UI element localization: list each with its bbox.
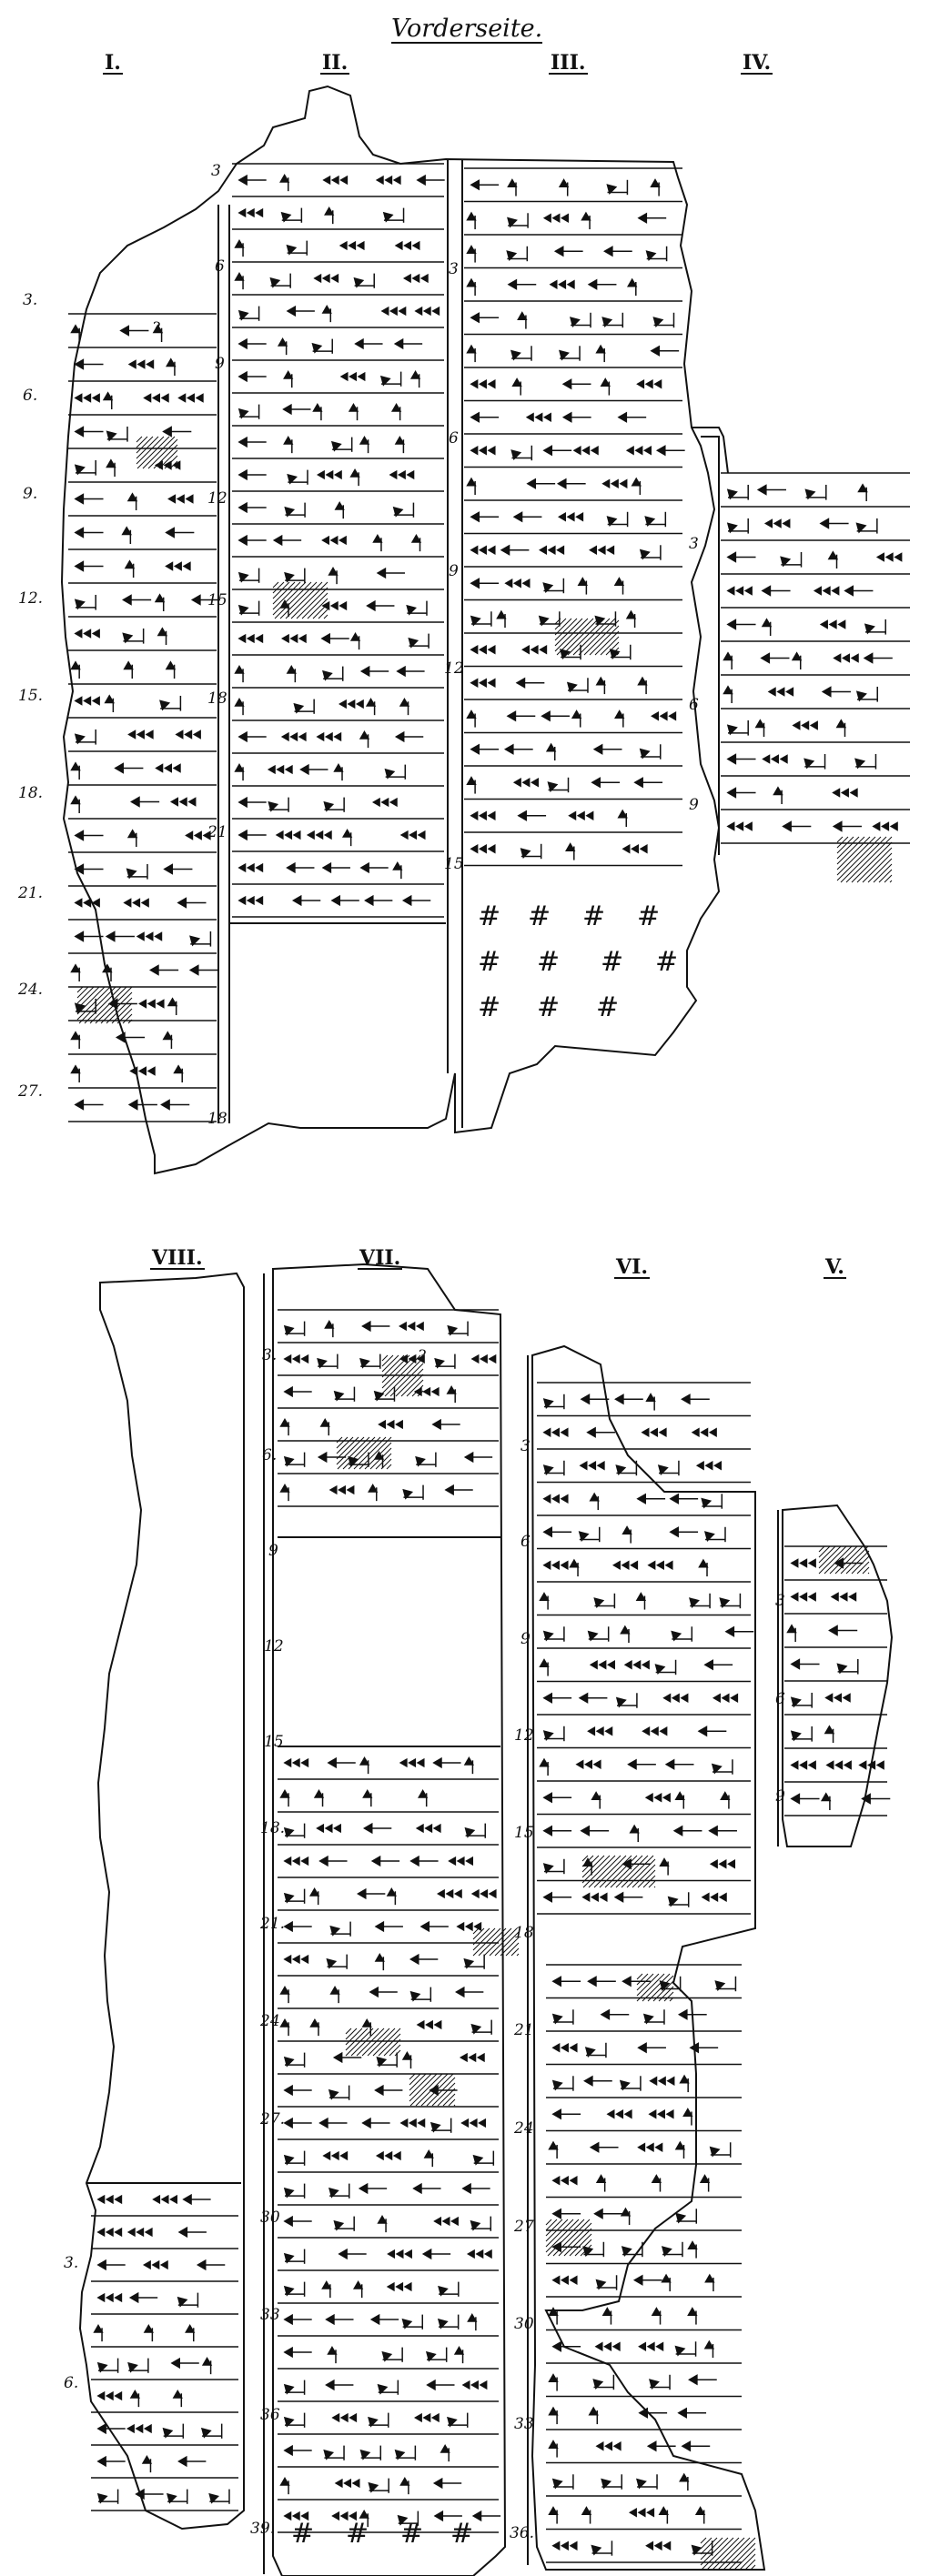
illegible-marks: # [601,946,624,978]
column-label-vi: VI. [614,1255,651,1279]
line-number: 12 [207,489,227,508]
line-number: 15. [18,687,44,705]
line-number: 9 [215,355,225,373]
illegible-marks: # [537,946,561,978]
line-number: 3 [449,260,459,278]
illegible-marks: # [346,2518,369,2550]
line-number: 33 [260,2306,280,2324]
cuneiform-signs [70,174,903,2556]
uncertain-mark: ? [419,1346,427,1363]
line-number: 9 [775,1787,785,1806]
line-number: 6. [262,1446,278,1464]
line-number: 18 [514,1924,534,1942]
line-number: 24. [18,981,44,999]
illegible-marks: # [478,946,501,978]
line-number: 21. [18,884,44,902]
col-vii-outline [272,1263,507,2576]
line-number: 27. [260,2110,286,2128]
illegible-marks: # [400,2518,424,2550]
illegible-marks: # [596,991,620,1023]
top-fragment-outline [60,85,721,1175]
column-label-i: I. [103,51,123,75]
line-number: 6 [775,1690,785,1708]
illegible-marks: # [450,2518,474,2550]
illegible-marks: # [655,946,679,978]
illegible-marks: # [528,901,551,932]
line-number: 33 [514,2415,534,2433]
column-label-viii: VIII. [150,1246,205,1270]
line-number: 18 [207,689,227,708]
line-number: 30 [260,2209,280,2227]
line-number: 9. [23,485,38,503]
line-number: 3. [23,291,38,309]
line-number: 21 [207,823,227,841]
column-label-ii: II. [320,51,350,75]
line-number: 15 [444,855,464,873]
column-label-iv: IV. [741,51,773,75]
line-number: 9 [520,1630,531,1648]
line-number: 12 [514,1726,534,1745]
line-number: 9 [449,562,459,580]
line-number: 6. [64,2374,79,2392]
line-number: 6 [520,1533,531,1551]
line-number: 21. [260,1915,286,1933]
line-number: 18. [18,784,44,802]
line-number: 6 [215,257,225,276]
line-number: 3 [689,535,699,553]
line-number: 6. [23,387,38,405]
line-number: 3 [520,1437,531,1455]
illegible-marks: # [478,901,538,932]
line-number: 18. [260,1819,286,1837]
line-number: 15 [264,1733,284,1751]
col-vi-outline [531,1344,766,2571]
line-number: 18 [207,1110,227,1128]
column-label-iii: III. [549,51,588,75]
line-number: 27 [514,2218,534,2236]
line-number: 12. [18,589,44,608]
line-number: 24 [514,2119,534,2138]
line-number: 3 [211,162,221,180]
line-number: 6 [689,696,699,714]
line-number: 21 [514,2021,534,2039]
line-number: 9 [268,1542,278,1560]
line-number: 36. [510,2524,535,2542]
line-number: 15 [514,1824,534,1842]
line-number: 6 [449,429,459,448]
page-title: Vorderseite. [391,15,543,44]
column-label-vii: VII. [358,1246,403,1270]
line-number: 3 [775,1592,785,1610]
line-number: 9 [689,796,699,814]
line-number: 3. [262,1346,278,1364]
illegible-marks: # [537,991,561,1023]
line-number: 24. [260,2012,286,2030]
line-number: 3. [64,2254,79,2272]
ruled-lines [68,163,910,2563]
col-viii-outline [78,1272,245,2531]
line-number: 15 [207,591,227,609]
line-number: 39. [250,2520,276,2538]
illegible-marks: # [291,2518,315,2550]
line-number: 12 [264,1637,284,1655]
column-label-v: V. [824,1255,846,1279]
line-number: 36 [260,2406,280,2424]
line-number: 27. [18,1082,44,1101]
illegible-marks: # [478,991,501,1023]
damage-hatching [76,436,893,2571]
line-number: 12 [444,659,464,678]
illegible-marks: # [582,901,606,932]
illegible-marks: # [637,901,661,932]
line-number: 30 [514,2315,534,2333]
uncertain-mark: ? [153,318,161,336]
